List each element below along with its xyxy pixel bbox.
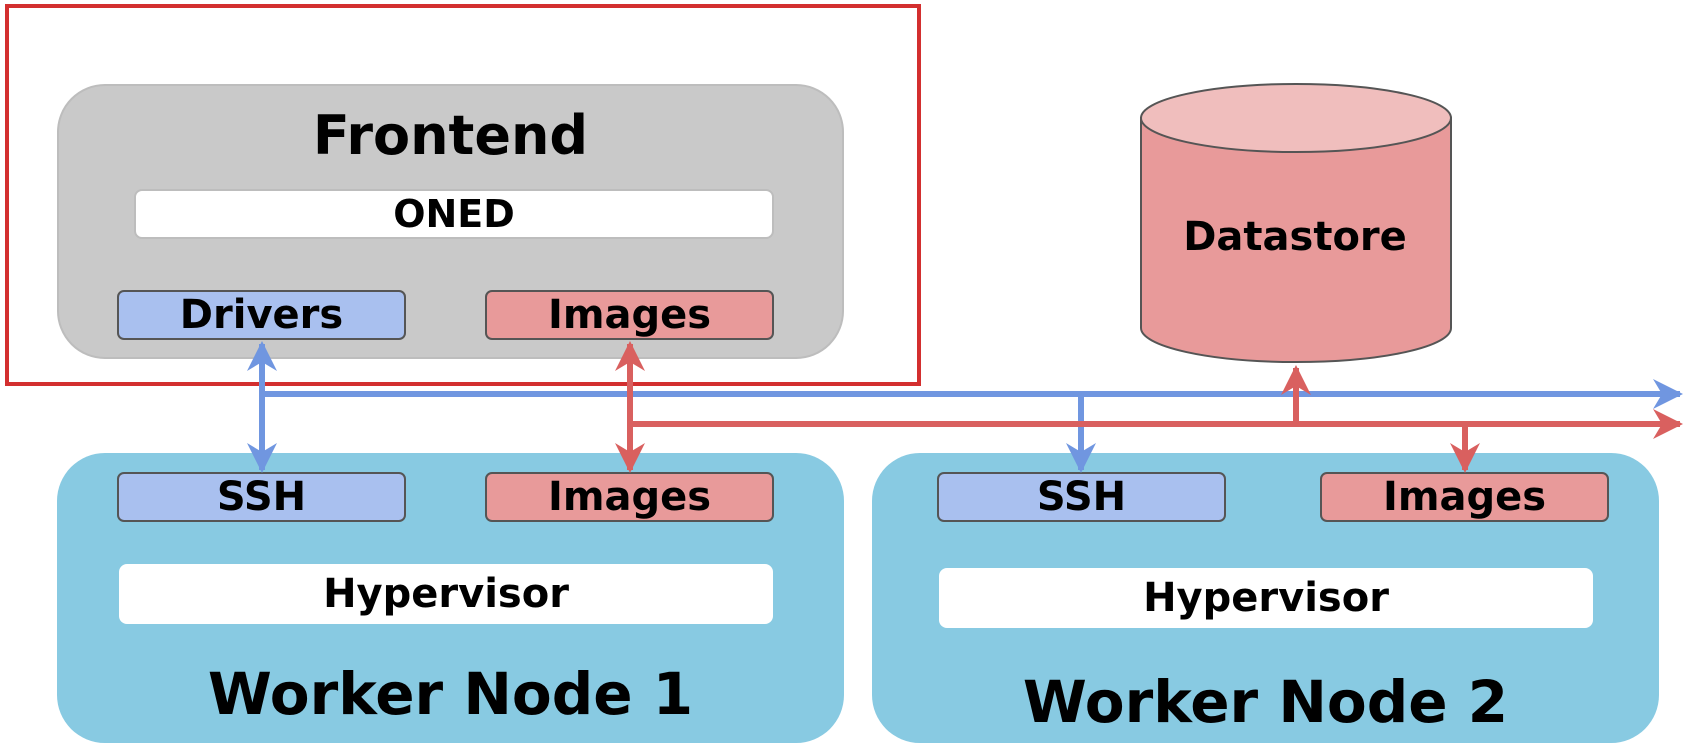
worker-2-ssh-box: SSH: [937, 472, 1226, 522]
oned-daemon-bar: ONED: [134, 189, 774, 239]
frontend-images-box: Images: [485, 290, 774, 340]
frontend-drivers-box: Drivers: [117, 290, 406, 340]
worker-2-images-box: Images: [1320, 472, 1609, 522]
worker-1-hypervisor-bar: Hypervisor: [119, 564, 773, 624]
worker-1-ssh-box: SSH: [117, 472, 406, 522]
datastore-label: Datastore: [1183, 214, 1407, 260]
frontend-highlight-frame: [5, 4, 921, 386]
worker-1-images-box: Images: [485, 472, 774, 522]
worker-2-hypervisor-bar: Hypervisor: [939, 568, 1593, 628]
worker-1-title: Worker Node 1: [207, 660, 694, 728]
frontend-title: Frontend: [312, 104, 589, 167]
worker-2-title: Worker Node 2: [1022, 668, 1509, 736]
